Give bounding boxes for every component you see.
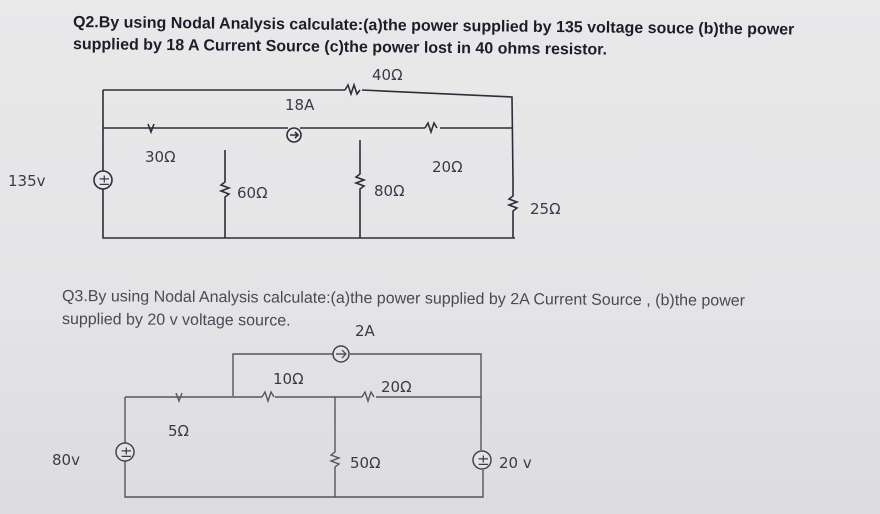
q2-label-r60: 60Ω xyxy=(237,184,268,202)
q2-bottom-wire xyxy=(102,90,515,239)
q3-voltage-source-20v xyxy=(472,450,492,470)
q2-label-r30: 30Ω xyxy=(145,148,176,166)
q2-resistor-30-symbol xyxy=(147,123,155,135)
q2-top-wire xyxy=(103,89,514,181)
q2-label-r25: 25Ω xyxy=(530,200,561,218)
q2-label-r80: 80Ω xyxy=(374,182,405,200)
q2-resistor-25-branch xyxy=(506,180,520,238)
q2-resistor-60-branch xyxy=(218,150,232,238)
q2-circuit: ± 40Ω 18A 30Ω 20Ω 135v 60Ω 80Ω 25Ω xyxy=(8,66,561,239)
q2-label-v135: 135v xyxy=(8,172,46,190)
q3-top-wire xyxy=(232,353,482,450)
q2-current-arrow-icon xyxy=(290,131,300,139)
q3-label-v20: 20 v xyxy=(499,454,532,472)
q3-plus-minus-icon-2: ± xyxy=(477,451,490,469)
q3-label-r5: 5Ω xyxy=(168,422,189,440)
q3-label-v80: 80v xyxy=(52,451,80,469)
q3-label-r10: 10Ω xyxy=(273,370,304,388)
q3-resistor-5-symbol xyxy=(175,392,183,403)
q2-plus-minus-icon: ± xyxy=(98,171,111,189)
q2-current-source-18a xyxy=(286,127,302,143)
q3-resistor-50-branch xyxy=(329,397,341,497)
q3-bottom-wire xyxy=(124,397,484,498)
q3-circuit: ± ± 2A 10Ω 20Ω 5Ω 80v 50Ω 20 v xyxy=(52,322,532,498)
q3-voltage-source-80v xyxy=(115,442,135,462)
q2-resistor-20-symbol xyxy=(424,121,438,135)
q2-label-i18: 18A xyxy=(285,96,315,114)
q3-current-arrow-icon xyxy=(336,349,347,359)
q3-label-i2: 2A xyxy=(355,322,376,340)
q2-voltage-source-135v xyxy=(93,170,113,190)
q3-plus-minus-icon: ± xyxy=(120,443,133,461)
q3-label-r50: 50Ω xyxy=(350,454,381,472)
q3-label-r20: 20Ω xyxy=(381,378,412,396)
q3-resistor-10-symbol xyxy=(261,390,275,404)
q3-resistor-20-symbol xyxy=(361,390,375,404)
q2-label-r40: 40Ω xyxy=(372,66,403,84)
q2-resistor-80-branch xyxy=(353,140,367,238)
q2-resistor-40-symbol xyxy=(344,82,361,97)
q2-label-r20: 20Ω xyxy=(432,158,463,176)
